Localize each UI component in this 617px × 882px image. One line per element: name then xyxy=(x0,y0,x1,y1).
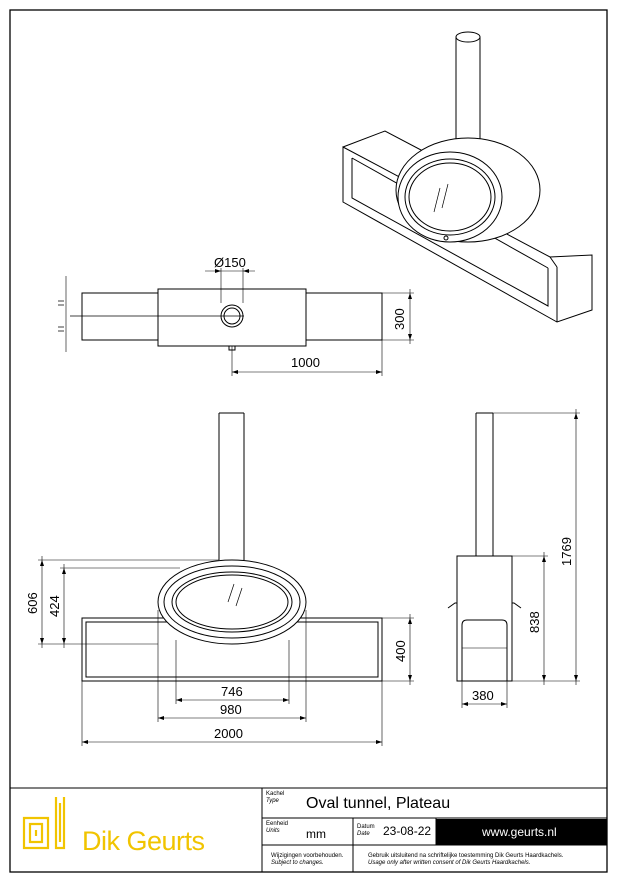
date-label-en: Date xyxy=(357,831,370,837)
dik-geurts-logo-icon xyxy=(22,797,66,850)
isometric-view xyxy=(342,31,593,323)
dim-pipe-diameter: Ø150 xyxy=(214,255,246,270)
brand-name: Dik Geurts xyxy=(82,826,205,856)
type-label-en: Type xyxy=(266,798,279,804)
dim-top-width: 1000 xyxy=(291,355,320,370)
date-label-nl: Datum xyxy=(357,824,375,830)
dim-total-width: 2000 xyxy=(214,726,243,741)
date-value: 23-08-22 xyxy=(383,824,432,838)
front-view xyxy=(38,412,414,746)
sheet-border xyxy=(9,9,608,873)
dim-total-height: 1769 xyxy=(559,537,574,566)
dim-base-height: 400 xyxy=(393,640,408,662)
dim-oval-width: 980 xyxy=(220,702,242,717)
side-view xyxy=(447,409,580,708)
top-view xyxy=(58,268,414,376)
note-usage-en: Usage only after written consent of Dik … xyxy=(368,860,531,866)
note-changes-nl: Wijzigingen voorbehouden. xyxy=(271,853,344,859)
website-link[interactable]: www.geurts.nl xyxy=(482,825,557,839)
dim-glass-width: 746 xyxy=(221,684,243,699)
units-value: mm xyxy=(306,827,326,841)
dim-side-height: 838 xyxy=(527,611,542,633)
type-label-nl: Kachel xyxy=(266,791,285,797)
note-changes-en: Subject to changes. xyxy=(271,860,324,866)
type-value: Oval tunnel, Plateau xyxy=(306,795,451,812)
website-bar xyxy=(436,819,607,845)
dim-side-depth: 380 xyxy=(472,688,494,703)
units-label-nl: Eenheid xyxy=(266,821,289,827)
dim-top-depth: 300 xyxy=(392,308,407,330)
dim-oval-height-inner: 424 xyxy=(47,595,62,617)
dim-oval-height-outer: 606 xyxy=(25,592,40,614)
note-usage-nl: Gebruik uitsluitend na schriftelijke toe… xyxy=(368,853,564,859)
units-label-en: Units xyxy=(266,828,280,834)
